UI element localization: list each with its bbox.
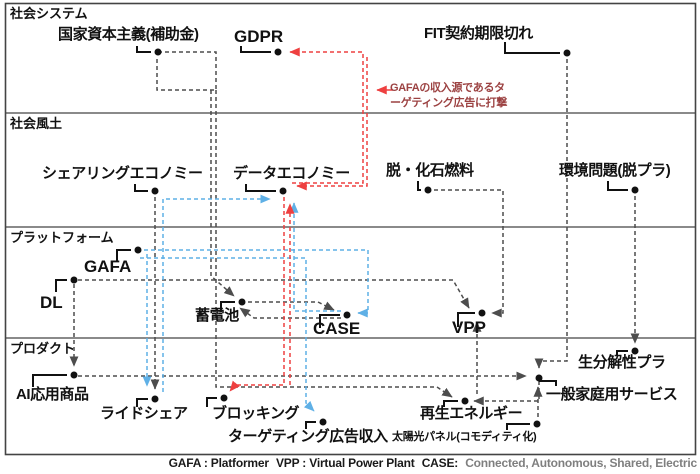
band-label-product: プロダクト — [10, 341, 76, 356]
dot-rideshare — [151, 395, 159, 403]
elbow-blocking — [206, 397, 217, 407]
elbow-case — [319, 314, 340, 328]
legend-case-label: CASE: — [421, 456, 459, 470]
dot-case — [343, 311, 351, 319]
annotation-line-1: GAFAの収入源であるタ — [390, 82, 505, 94]
elbow-home-service — [539, 380, 557, 386]
dot-gafa — [134, 246, 142, 254]
diagram-frame — [4, 2, 697, 456]
band-label-platform: プラットフォーム — [10, 230, 114, 245]
legend-gafa: GAFA : Platformer — [168, 456, 269, 470]
dot-home-service — [535, 374, 543, 382]
node-biodegradable: 生分解性プラ — [578, 354, 666, 371]
node-environment: 環境問題(脱プラ) — [559, 162, 671, 179]
dot-fossil — [424, 186, 432, 194]
legend-vpp: VPP : Virtual Power Plant — [275, 456, 415, 470]
band-label-social-climate: 社会風土 — [10, 116, 63, 131]
band-label-social-system: 社会システム — [10, 6, 88, 21]
blue-edges — [140, 194, 369, 412]
edge-data-economy-to-blocking — [229, 197, 285, 392]
node-dots — [70, 48, 639, 428]
edge-case-to-data-economy — [289, 202, 341, 312]
edge-rideshare-to-data-economy — [162, 194, 271, 392]
legend-case-value: Connected, Autonomous, Shared, Electric — [465, 456, 697, 470]
elbow-ai-products — [32, 374, 67, 387]
node-vpp: VPP — [452, 318, 487, 337]
elbow-environment — [607, 181, 628, 191]
node-ride-share: ライドシェア — [100, 405, 188, 422]
dot-fit — [563, 49, 571, 57]
elbow-data-economy — [245, 184, 276, 192]
dark-edges — [69, 51, 640, 417]
edge-gdpr-to-data-economy — [296, 57, 368, 191]
node-solar: 太陽光パネル(コモディティ化) — [392, 431, 537, 443]
node-battery: 蓄電池 — [195, 307, 239, 324]
elbow-battery — [220, 301, 235, 312]
elbow-rideshare — [136, 398, 148, 407]
node-home-service: 一般家庭用サービス — [546, 386, 678, 403]
elbow-state-capitalism — [136, 46, 151, 53]
legend-footer: GAFA : Platformer VPP : Virtual Power Pl… — [0, 456, 698, 470]
annotation-gdpr-impact: GAFAの収入源であるタ ーゲティング広告に打撃 — [390, 81, 507, 111]
edge-fit-to-home-service — [534, 59, 568, 369]
node-renewable: 再生エネルギー — [420, 405, 523, 422]
node-elbows — [32, 42, 628, 430]
node-state-capitalism: 国家資本主義(補助金) — [58, 26, 199, 43]
dot-vpp — [478, 309, 486, 317]
edge-battery-to-case — [248, 301, 335, 311]
annotation-line-2: ーゲティング広告に打撃 — [390, 96, 508, 109]
elbow-targeting-ads — [305, 421, 316, 429]
edge-state-capitalism-to-renewable — [215, 90, 453, 398]
node-case: CASE — [313, 319, 361, 338]
dot-gdpr — [274, 48, 282, 56]
edge-subsidy-loop — [156, 51, 217, 91]
dot-renewable — [461, 397, 469, 405]
elbow-biodegradable — [616, 350, 628, 356]
dot-dl — [70, 276, 78, 284]
elbow-gdpr — [240, 46, 271, 53]
elbow-dl — [55, 279, 67, 292]
node-fossil: 脱・化石燃料 — [386, 162, 474, 179]
dot-biodegradable — [631, 347, 639, 355]
elbow-sharing — [134, 184, 148, 192]
edge-state-capitalism-to-battery — [210, 90, 235, 297]
elbow-gafa — [116, 249, 131, 262]
node-gafa: GAFA — [84, 257, 132, 276]
dot-solar — [533, 420, 541, 428]
edge-fossil-to-vpp — [434, 189, 504, 318]
red-edges — [229, 47, 393, 392]
node-dl: DL — [40, 293, 63, 312]
node-fit: FIT契約期限切れ — [424, 25, 533, 42]
node-targeting-ads: ターゲティング広告収入 — [228, 428, 388, 445]
dot-targeting-ads — [319, 418, 327, 426]
dot-battery — [238, 298, 246, 306]
dot-ai-products — [70, 371, 78, 379]
elbow-solar — [506, 423, 530, 430]
node-gdpr: GDPR — [234, 27, 284, 46]
dot-environment — [631, 186, 639, 194]
elbow-fossil — [417, 181, 421, 191]
edge-data-economy-to-gdpr — [289, 47, 364, 184]
edge-home-service-to-renewable — [473, 381, 540, 406]
dot-state-capitalism — [154, 48, 162, 56]
node-data-economy: データエコノミー — [233, 165, 350, 182]
node-ai-products: AI応用商品 — [16, 386, 89, 403]
dot-data-economy — [279, 187, 287, 195]
edge-gafa-to-targeting-ads — [140, 257, 315, 412]
edge-case-to-battery — [239, 307, 341, 319]
outer-border — [4, 2, 697, 456]
edge-gafa-to-case — [144, 249, 369, 318]
elbow-vpp — [457, 312, 475, 327]
dot-sharing — [151, 187, 159, 195]
node-blocking: ブロッキング — [212, 405, 300, 422]
edge-dl-to-vpp — [78, 279, 470, 309]
elbow-renewable — [443, 400, 458, 407]
node-sharing: シェアリングエコノミー — [42, 165, 203, 182]
elbow-fit — [504, 42, 560, 54]
dot-blocking — [220, 394, 228, 402]
